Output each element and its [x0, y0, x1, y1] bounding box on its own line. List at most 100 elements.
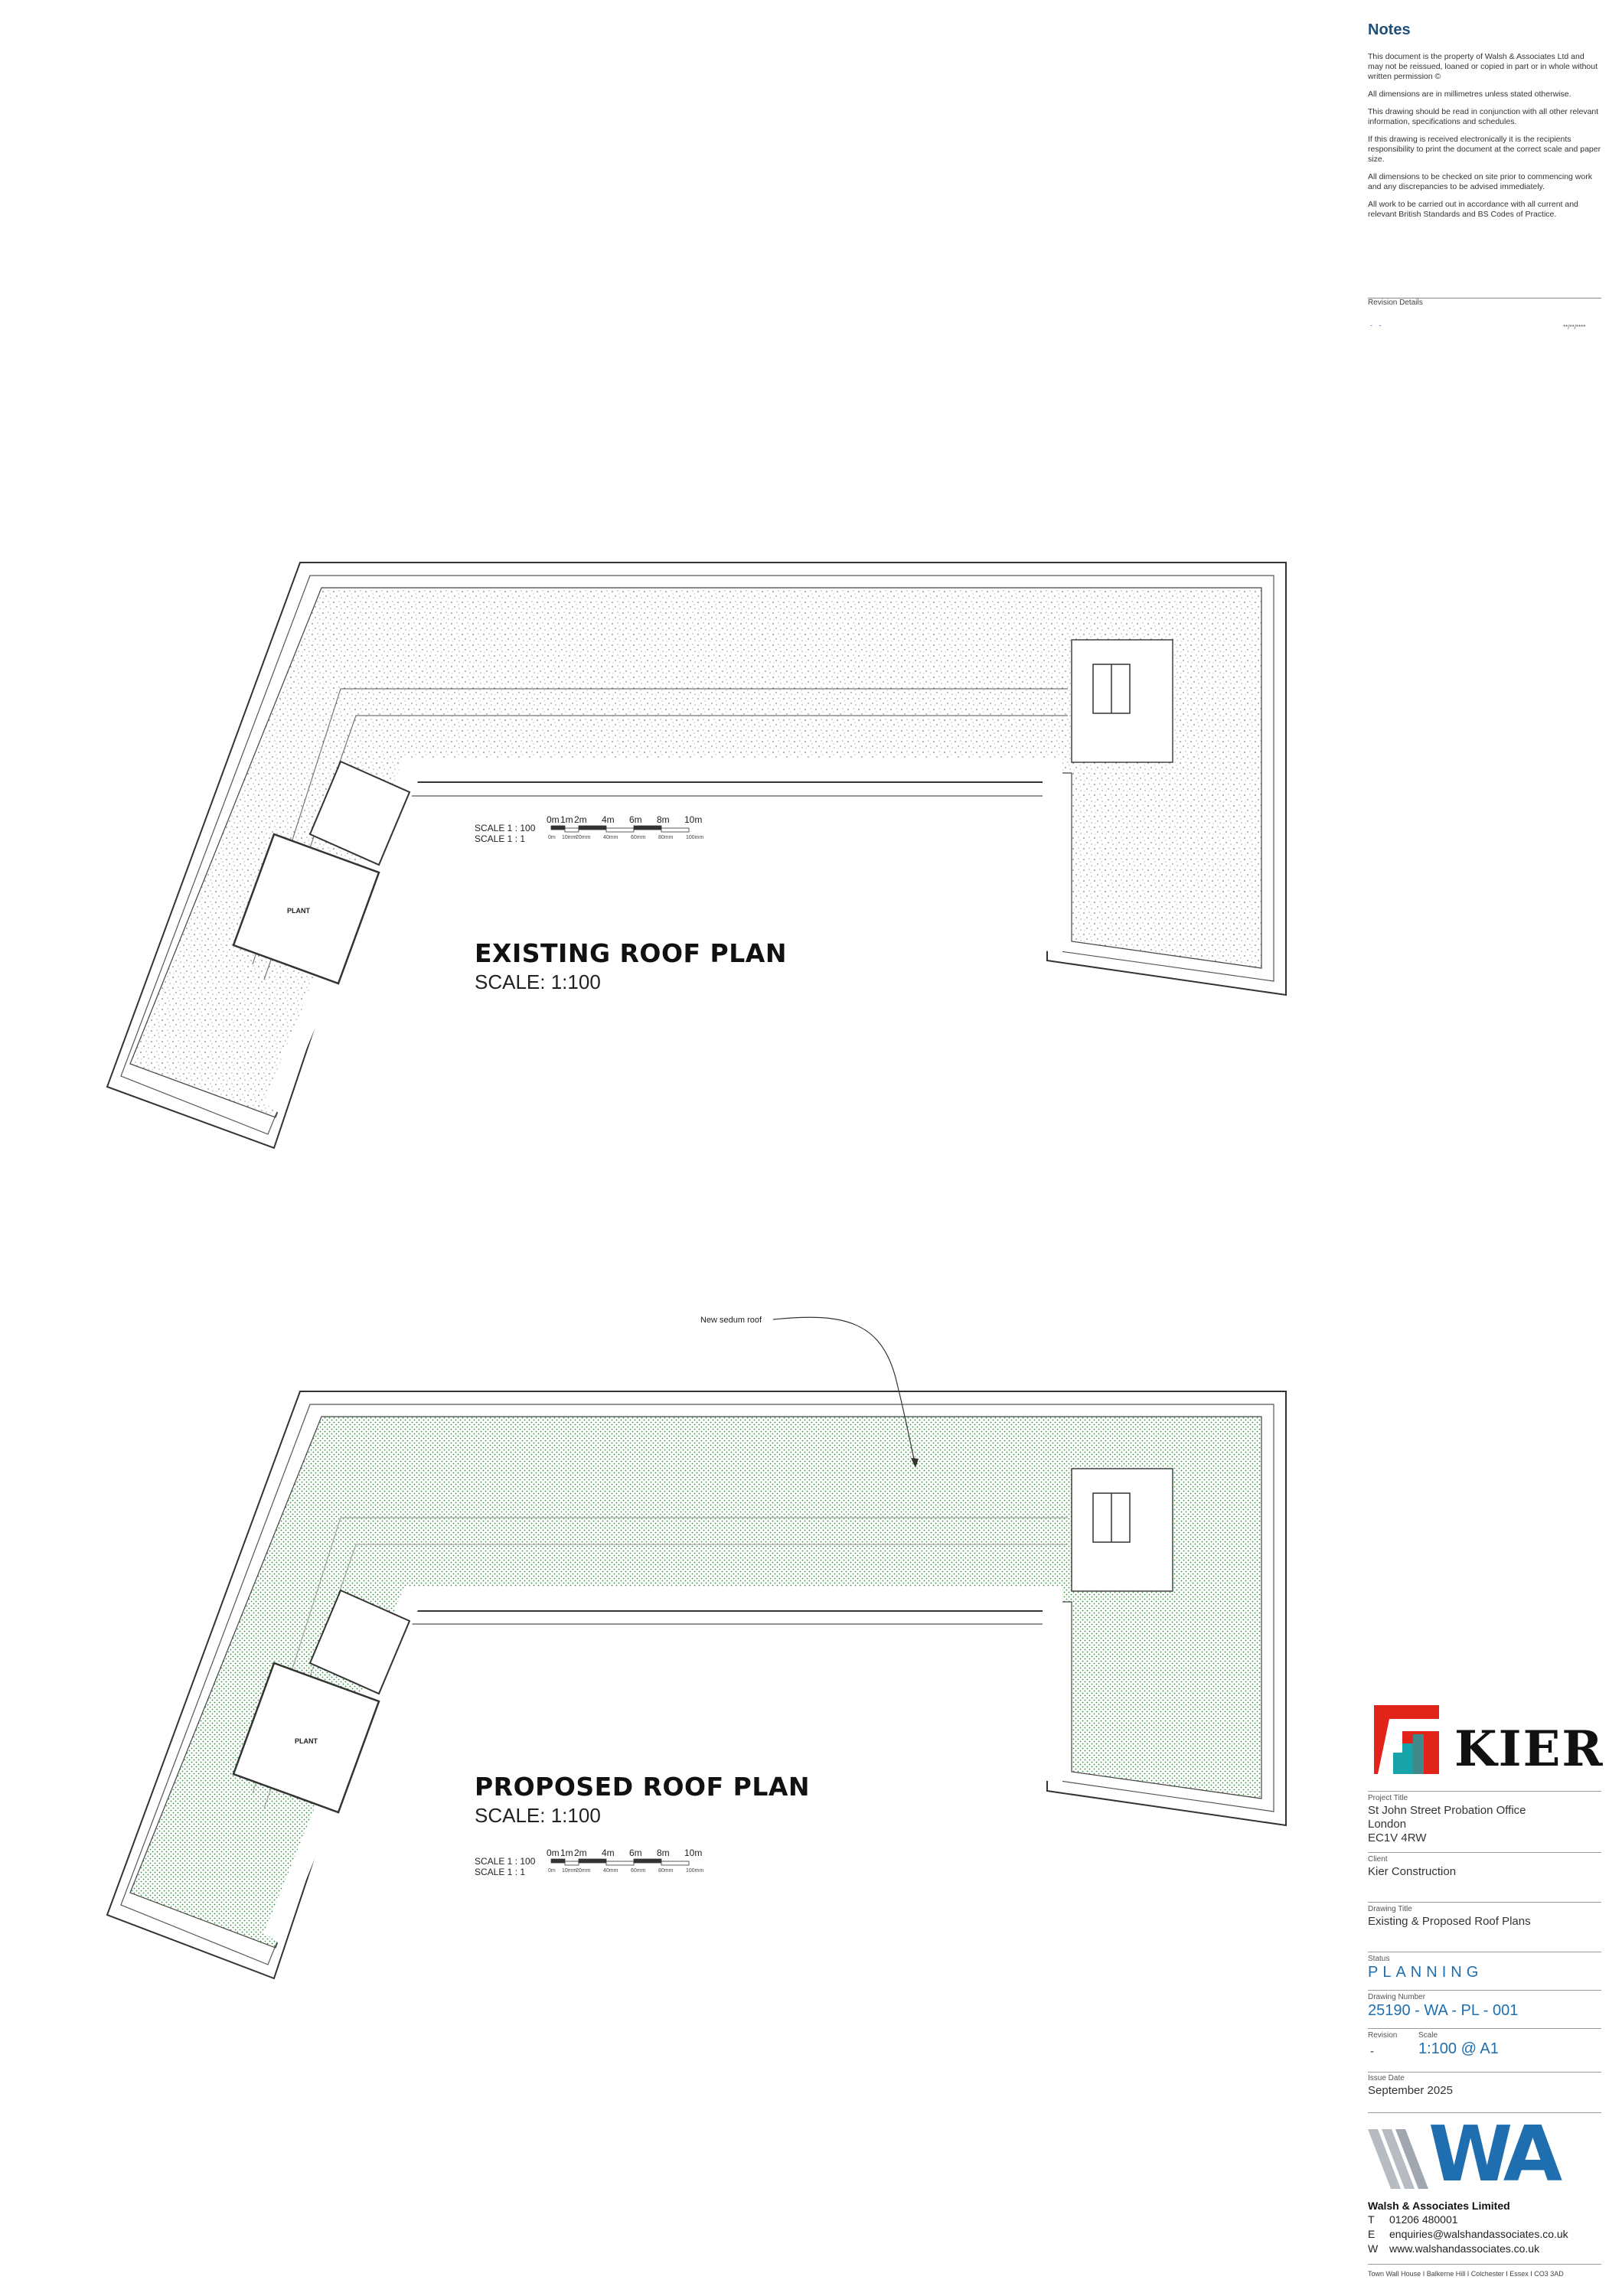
- kier-logo-mark: [1374, 1705, 1439, 1774]
- tb-divider: [1368, 2112, 1601, 2113]
- scale-bar-tick-m: 1m: [560, 1848, 573, 1858]
- issue-date-value: September 2025: [1368, 2084, 1453, 2097]
- notes-title: Notes: [1368, 21, 1411, 38]
- scale-bar-tick-m: 10m: [684, 814, 702, 825]
- note-3: This drawing should be read in conjuncti…: [1368, 107, 1599, 126]
- note-1: This document is the property of Walsh &…: [1368, 52, 1598, 81]
- note-5: All dimensions to be checked on site pri…: [1368, 172, 1592, 191]
- status-label: Status: [1368, 1955, 1390, 1963]
- contact-key: T: [1368, 2213, 1375, 2226]
- firm-logo-text: WA: [1428, 2109, 1562, 2199]
- scale-bar-segment: [633, 825, 662, 830]
- notes-body: This document is the property of Walsh &…: [1368, 52, 1601, 227]
- scale-bar-segment: [605, 1861, 635, 1866]
- revision-date: **/**/****: [1563, 324, 1586, 331]
- firm-address: Town Wall House I Balkerne Hill I Colche…: [1368, 2270, 1564, 2278]
- contact-value: 01206 480001: [1389, 2213, 1458, 2226]
- contact-value[interactable]: www.walshandassociates.co.uk: [1389, 2242, 1540, 2255]
- wa-logo-mark: [1368, 2129, 1428, 2189]
- scale-bar-tick-mm: 10mm: [562, 835, 577, 840]
- scale-bar-label-100: SCALE 1 : 100: [475, 1856, 536, 1867]
- revision-details-label: Revision Details: [1368, 298, 1423, 307]
- scale-bar-tick-mm: 100mm: [686, 835, 704, 840]
- status-value: PLANNING: [1368, 1964, 1483, 1981]
- scale-bar-tick-m: 2m: [574, 1848, 587, 1858]
- contact-value[interactable]: enquiries@walshandassociates.co.uk: [1389, 2228, 1568, 2240]
- scale-bar-segment: [564, 827, 579, 833]
- existing-roof-finish: [129, 587, 1262, 1118]
- scale-bar-tick-m: 4m: [602, 814, 615, 825]
- contact-key: E: [1368, 2228, 1376, 2240]
- scale-bar-tick-mm: 60mm: [631, 835, 646, 840]
- tb-divider: [1368, 1902, 1601, 1903]
- client-value: Kier Construction: [1368, 1865, 1457, 1878]
- tb-divider: [1368, 1852, 1601, 1853]
- sedum-leader-line: [772, 1316, 916, 1466]
- note-6: All work to be carried out in accordance…: [1368, 200, 1578, 219]
- scale-bar-label-100: SCALE 1 : 100: [475, 823, 536, 833]
- project-title-line-2: London: [1368, 1818, 1407, 1831]
- drawing-title-value: Existing & Proposed Roof Plans: [1368, 1915, 1531, 1928]
- scale-bar-segment: [661, 827, 690, 833]
- drawing-title-label: Drawing Title: [1368, 1905, 1412, 1913]
- scale-bar-segment: [633, 1858, 662, 1864]
- proposed-sedum-roof: [129, 1416, 1262, 1949]
- client-label: Client: [1368, 1855, 1388, 1864]
- tb-divider: [1368, 1990, 1601, 1991]
- scale-bar-segment: [578, 1858, 607, 1864]
- tb-divider: [1368, 2028, 1601, 2029]
- project-title-label: Project Title: [1368, 1794, 1408, 1802]
- scale-bar-tick-mm: 60mm: [631, 1868, 646, 1874]
- issue-date-label: Issue Date: [1368, 2074, 1405, 2082]
- tb-divider: [1368, 1791, 1601, 1792]
- proposed-plant-label: PLANT: [295, 1737, 318, 1745]
- scale-bar-tick-m: 4m: [602, 1848, 615, 1858]
- contact-phone: T 01206 480001: [1368, 2213, 1458, 2226]
- scale-bar-tick-mm: 80mm: [658, 1868, 674, 1874]
- drawing-number-label: Drawing Number: [1368, 1993, 1426, 2001]
- scale-bar-tick-m: 2m: [574, 814, 587, 825]
- scale-bar-tick-mm: 20mm: [576, 835, 591, 840]
- contact-key: W: [1368, 2242, 1379, 2255]
- scale-bar-tick-mm: 10mm: [562, 1868, 577, 1874]
- scale-bar-segment: [564, 1861, 579, 1866]
- scale-bar-segment: [550, 1858, 566, 1864]
- project-title-line-3: EC1V 4RW: [1368, 1831, 1427, 1844]
- tb-divider: [1368, 2264, 1601, 2265]
- existing-plan-title: EXISTING ROOF PLAN: [475, 938, 787, 968]
- scale-bar-tick-m: 0m: [547, 1848, 560, 1858]
- proposed-access-hatch: [308, 1589, 411, 1695]
- scale-value: 1:100 @ A1: [1418, 2040, 1499, 2057]
- tb-divider: [1368, 2072, 1601, 2073]
- existing-access-hatch: [308, 760, 411, 866]
- drawing-number-value: 25190 - WA - PL - 001: [1368, 2002, 1519, 2019]
- scale-bar-tick-mm: 0m: [548, 835, 556, 840]
- scale-bar-tick-mm: 80mm: [658, 835, 674, 840]
- scale-bar-tick-m: 1m: [560, 814, 573, 825]
- existing-plan-scale: SCALE: 1:100: [475, 970, 601, 993]
- revision-value: -: [1370, 2045, 1374, 2058]
- scale-bar-tick-m: 8m: [657, 814, 670, 825]
- scale-bar-tick-mm: 20mm: [576, 1868, 591, 1874]
- scale-bar-segment: [550, 825, 566, 830]
- existing-plant-enclosure: [232, 833, 380, 985]
- scale-bar-tick-m: 0m: [547, 814, 560, 825]
- scale-bar-segment: [661, 1861, 690, 1866]
- proposed-roof-plan: PLANT New sedum roof SCALE 1 : 100 SCALE…: [106, 1316, 1287, 1980]
- revision-label: Revision: [1368, 2031, 1398, 2040]
- scale-bar-tick-mm: 40mm: [603, 1868, 618, 1874]
- client-logo-text: KIER: [1454, 1720, 1604, 1778]
- scale-bar-label-1: SCALE 1 : 1: [475, 1867, 525, 1877]
- proposed-plan-scale: SCALE: 1:100: [475, 1804, 601, 1827]
- scale-bar-tick-mm: 0m: [548, 1868, 556, 1874]
- scale-bar-segment: [605, 827, 635, 833]
- scale-bar-tick-m: 6m: [629, 814, 642, 825]
- scale-bar-tick-mm: 100mm: [686, 1868, 704, 1874]
- note-2: All dimensions are in millimetres unless…: [1368, 90, 1571, 99]
- scale-label: Scale: [1418, 2031, 1438, 2040]
